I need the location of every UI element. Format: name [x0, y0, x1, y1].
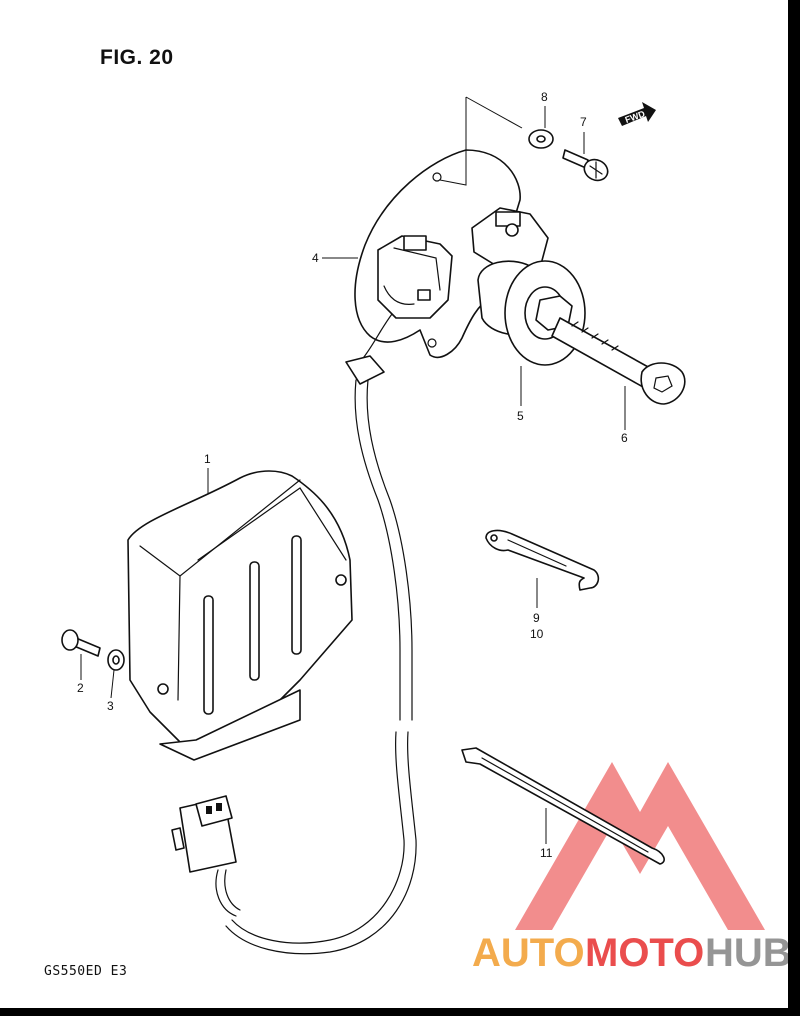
callout-8: 8 [541, 90, 548, 128]
rotor-advancer [477, 260, 586, 366]
callout-10: 10 [530, 627, 544, 641]
svg-text:MOTO: MOTO [585, 931, 704, 975]
connector-plug [171, 795, 237, 873]
svg-text:2: 2 [77, 681, 84, 695]
wire-harness [215, 313, 417, 955]
svg-text:1: 1 [204, 452, 211, 466]
callout-2: 2 [77, 654, 84, 695]
svg-text:11: 11 [540, 846, 553, 860]
fwd-label: FWD [624, 108, 647, 125]
long-bolt [551, 317, 686, 405]
callout-4: 4 [312, 251, 358, 265]
svg-text:8: 8 [541, 90, 548, 104]
screw [562, 149, 609, 182]
svg-text:5: 5 [517, 409, 524, 423]
bolt-2 [61, 629, 101, 657]
svg-text:9: 9 [533, 611, 540, 625]
svg-text:10: 10 [530, 627, 544, 641]
fwd-arrow-icon: FWD [618, 102, 656, 126]
figure-title: FIG. 20 [100, 46, 174, 69]
watermark-text: AUTO MOTO HUB [472, 931, 792, 975]
washer-8 [528, 129, 554, 149]
pickup-coil-right [471, 207, 549, 269]
model-code: GS550ED E3 [44, 964, 128, 979]
right-border [788, 0, 800, 1016]
pickup-coil-left [377, 235, 453, 319]
svg-text:AUTO: AUTO [472, 931, 585, 975]
ignitor-unit [127, 470, 353, 761]
svg-text:6: 6 [621, 431, 628, 445]
bottom-border [0, 1008, 800, 1016]
callout-3: 3 [107, 669, 115, 713]
svg-text:4: 4 [312, 251, 319, 265]
svg-text:3: 3 [107, 699, 114, 713]
washer-3 [107, 649, 125, 671]
callout-9: 9 [533, 578, 540, 625]
callout-7: 7 [580, 115, 587, 154]
callout-5: 5 [517, 366, 524, 423]
bracket-clamp [485, 529, 600, 591]
cable-tie [461, 747, 665, 865]
callout-11: 11 [540, 808, 553, 860]
svg-text:HUB: HUB [705, 931, 792, 975]
callout-1: 1 [204, 452, 211, 494]
svg-text:7: 7 [580, 115, 587, 129]
callout-6: 6 [621, 386, 628, 445]
